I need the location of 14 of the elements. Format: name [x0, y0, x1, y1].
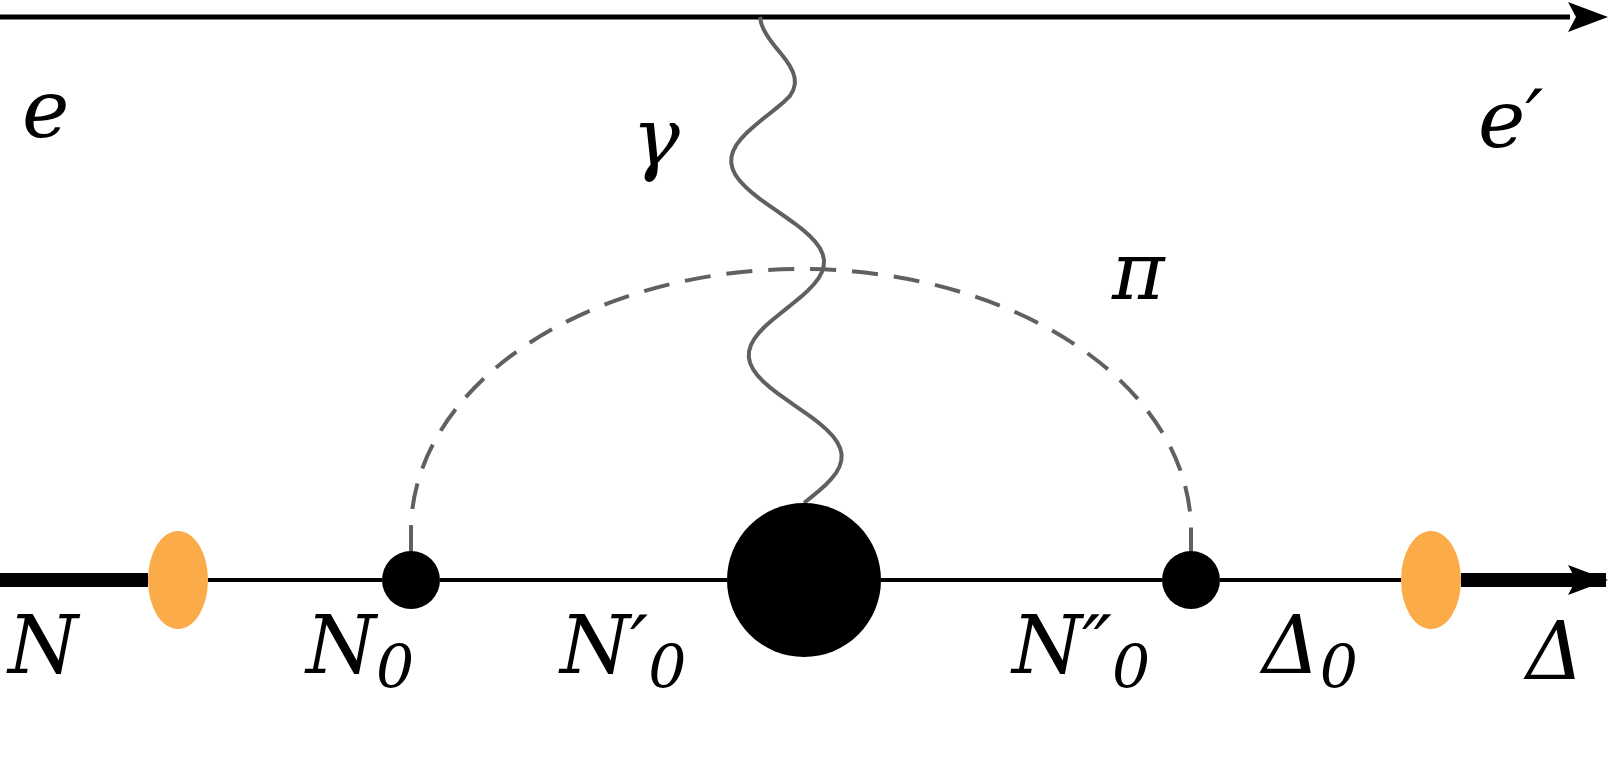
dashed-line: [409, 267, 1193, 551]
math-label: N′$_{0}$: [560, 606, 687, 686]
math-label: π: [1112, 232, 1165, 312]
math-label: N″$_{0}$: [1012, 606, 1151, 686]
line: [208, 578, 382, 582]
line: [1220, 578, 1401, 582]
line: [1461, 565, 1608, 595]
line: [729, 16, 844, 505]
math-label: N$_{0}$: [306, 606, 415, 686]
line: [881, 578, 1162, 582]
math-label: e′: [1478, 80, 1544, 160]
math-label: e: [22, 70, 70, 150]
line: [0, 573, 148, 587]
line: [440, 578, 727, 582]
